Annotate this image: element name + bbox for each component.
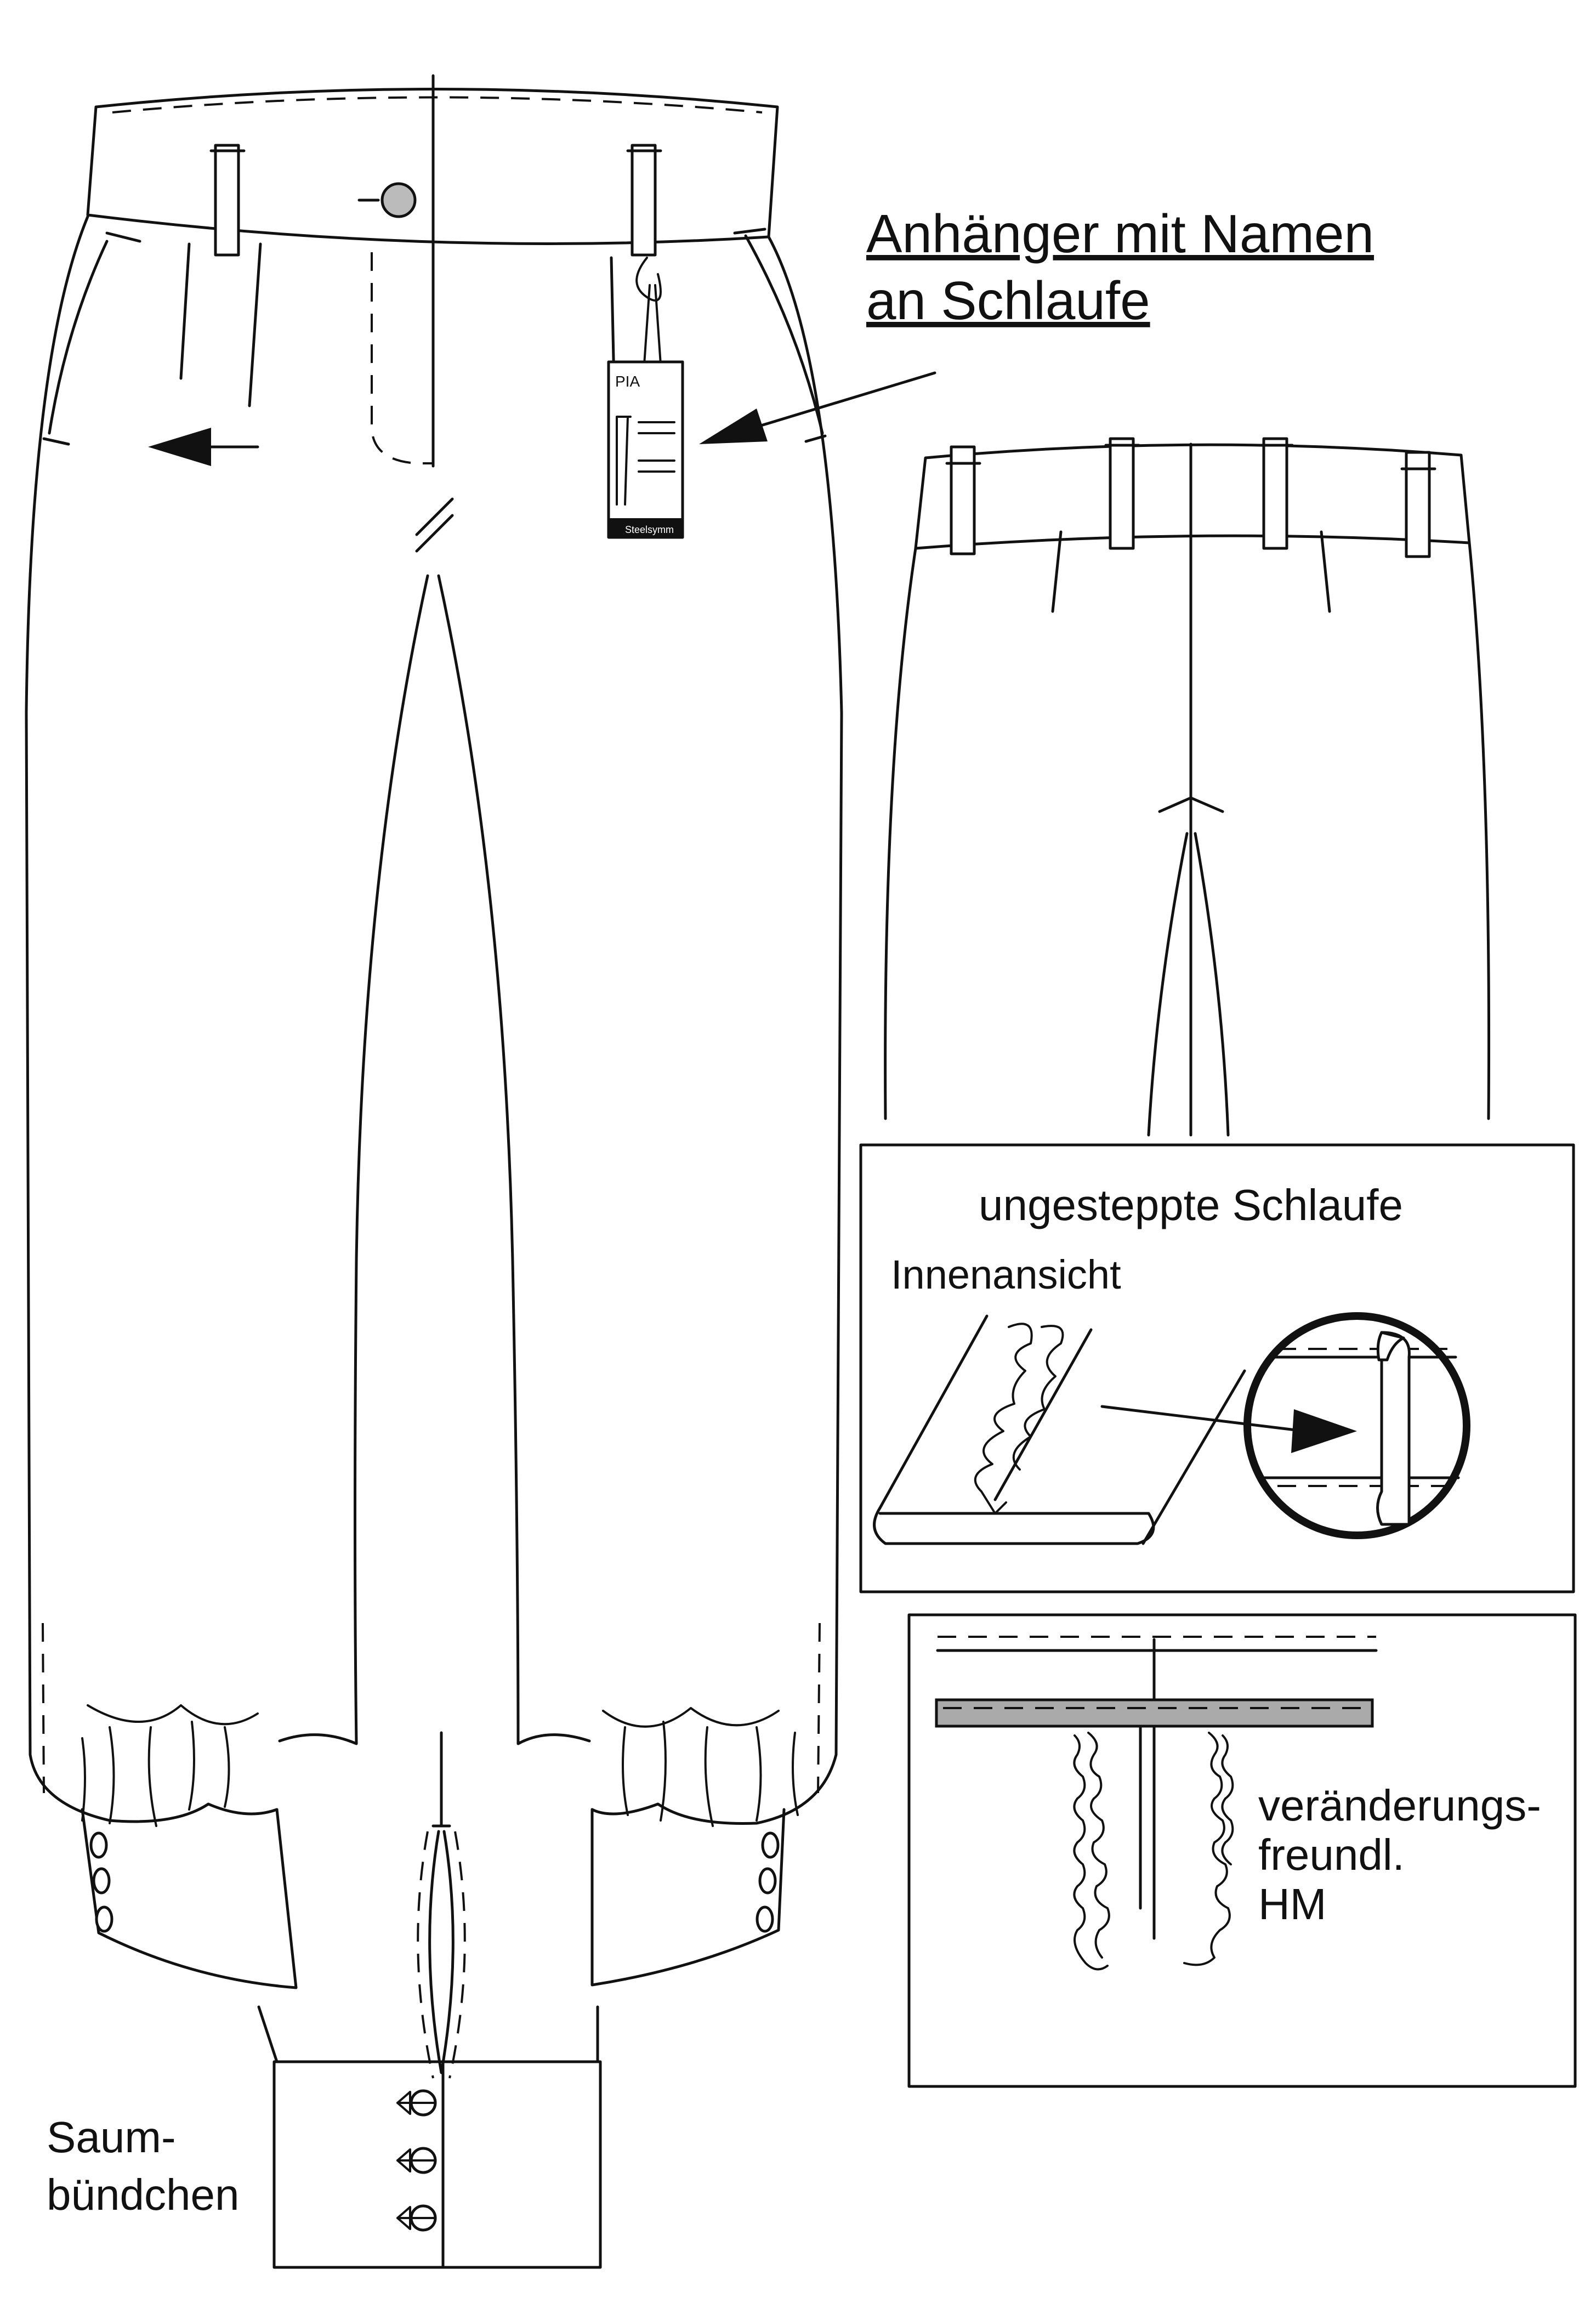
right-cuff bbox=[590, 1808, 786, 1987]
hem-cuff-detail bbox=[257, 2005, 602, 2269]
waistband-button bbox=[380, 182, 417, 218]
fly-topstitch bbox=[371, 252, 433, 464]
left-leg-inseam bbox=[278, 574, 429, 1745]
back-view-trousers bbox=[884, 437, 1491, 1137]
right-leg-inseam bbox=[437, 574, 591, 1745]
front-belt-loop-right bbox=[631, 144, 657, 257]
back-waistband bbox=[914, 443, 1471, 550]
name-hang-tag: PIA Steelsymm bbox=[607, 257, 936, 539]
cuff-label-line1: Saum- bbox=[47, 2113, 176, 2162]
left-cuff bbox=[81, 1808, 298, 1989]
left-leg-outer-seam bbox=[25, 215, 279, 1823]
loop-detail-box bbox=[859, 1143, 1575, 1593]
seam-note-line3: HM bbox=[1258, 1880, 1326, 1928]
right-leg-outer-seam bbox=[590, 235, 843, 1825]
hang-tag-footer: Steelsymm bbox=[625, 524, 674, 535]
cuff-buttons bbox=[396, 2089, 437, 2232]
waistband-topstitch bbox=[112, 96, 763, 114]
tag-callout-line1: Anhänger mit Namen bbox=[866, 203, 1374, 264]
seam-allowance-box bbox=[907, 1613, 1577, 2088]
seam-note-line1: veränderungs- bbox=[1258, 1781, 1541, 1830]
waistband-cross-section bbox=[935, 1698, 1374, 1728]
front-view-trousers bbox=[25, 74, 843, 2079]
seam-note-line2: freundl. bbox=[1258, 1830, 1405, 1879]
loop-box-title: ungesteppte Schlaufe bbox=[979, 1181, 1403, 1229]
cuff-label-line2: bündchen bbox=[47, 2170, 239, 2219]
tag-callout-line2: an Schlaufe bbox=[866, 270, 1150, 331]
loop-box-subtitle: Innenansicht bbox=[891, 1252, 1121, 1297]
front-belt-loop-left bbox=[214, 144, 240, 257]
hang-tag-brand: PIA bbox=[615, 373, 640, 390]
